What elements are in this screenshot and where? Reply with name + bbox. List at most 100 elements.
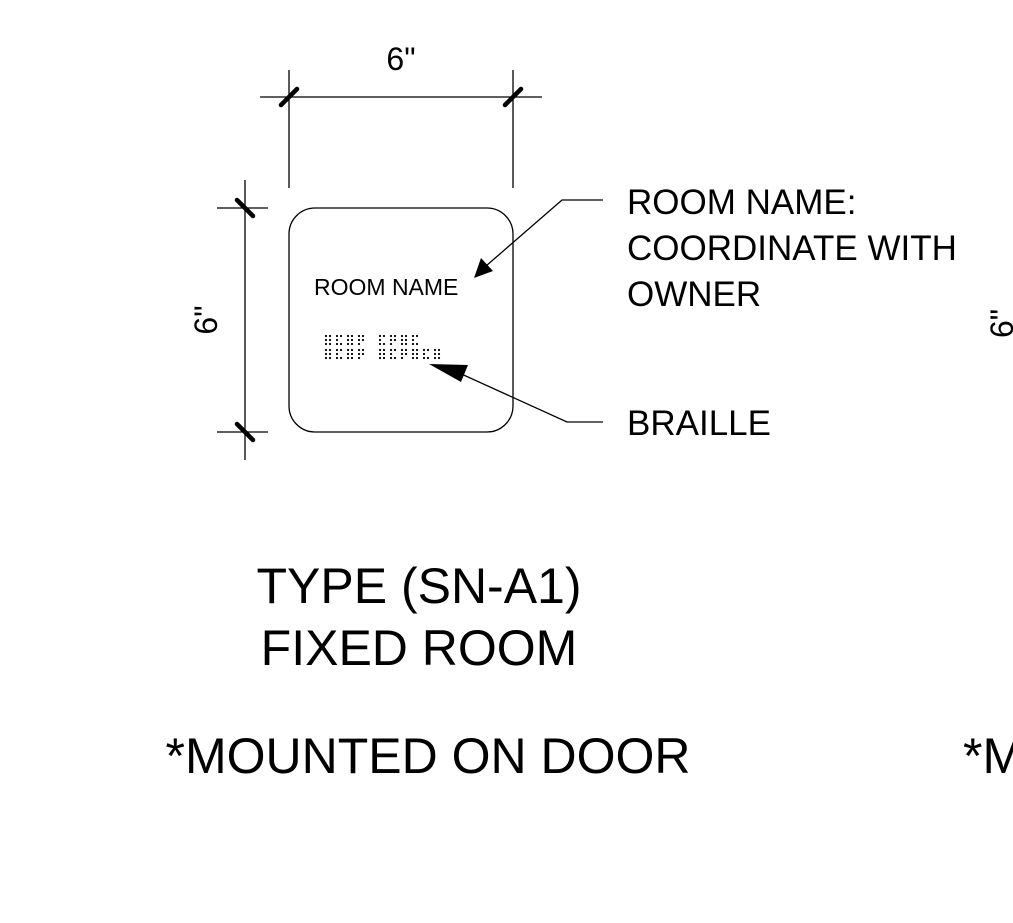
- braille-dot: [389, 334, 393, 338]
- braille-dot: [335, 348, 339, 352]
- braille-dot: [324, 352, 328, 356]
- braille-dot: [426, 348, 430, 352]
- braille-dot: [411, 348, 415, 352]
- braille-dot: [415, 348, 419, 352]
- braille-dot: [324, 334, 328, 338]
- braille-dot: [411, 356, 415, 360]
- braille-dot: [437, 352, 441, 356]
- braille-dot: [437, 356, 441, 360]
- braille-dot: [350, 352, 354, 356]
- braille-dot: [378, 352, 382, 356]
- braille-dot: [346, 342, 350, 346]
- sign-panel: ROOM NAME: [288, 207, 514, 433]
- braille-dot: [346, 348, 350, 352]
- braille-dot: [422, 352, 426, 356]
- braille-dot: [335, 334, 339, 338]
- braille-dot: [339, 348, 343, 352]
- braille-dot: [389, 356, 393, 360]
- braille-dot: [411, 338, 415, 342]
- braille-dot: [357, 342, 361, 346]
- braille-dot: [415, 352, 419, 356]
- braille-leader: [429, 364, 603, 423]
- braille-dot: [350, 356, 354, 360]
- sign-room-name-text: ROOM NAME: [314, 274, 458, 300]
- braille-dot: [415, 334, 419, 338]
- braille-dot: [378, 342, 382, 346]
- braille-dot: [357, 352, 361, 356]
- braille-dot: [426, 356, 430, 360]
- braille-dot: [350, 338, 354, 342]
- braille-dot: [357, 356, 361, 360]
- braille-dot: [357, 348, 361, 352]
- sign-outline: [288, 207, 514, 433]
- braille-dot: [389, 338, 393, 342]
- braille-dot: [350, 334, 354, 338]
- braille-dot: [400, 352, 404, 356]
- mounting-note: *MOUNTED ON DOOR: [166, 728, 691, 784]
- braille-dot: [404, 352, 408, 356]
- width-tick-left: [278, 86, 300, 108]
- room-name-leader-line: [485, 199, 603, 267]
- braille-arrowhead: [429, 364, 468, 382]
- braille-dot: [328, 334, 332, 338]
- braille-dot: [433, 352, 437, 356]
- braille-dot: [400, 356, 404, 360]
- braille-dot: [400, 334, 404, 338]
- braille-dot: [335, 342, 339, 346]
- braille-dot: [361, 338, 365, 342]
- braille-dot: [404, 334, 408, 338]
- braille-dot: [328, 338, 332, 342]
- braille-dot: [378, 348, 382, 352]
- braille-dot: [393, 348, 397, 352]
- braille-dot: [324, 342, 328, 346]
- braille-dot: [335, 338, 339, 342]
- braille-dot: [393, 356, 397, 360]
- braille-dot: [404, 338, 408, 342]
- name-caption: FIXED ROOM: [261, 620, 578, 676]
- braille-dot: [328, 342, 332, 346]
- next-detail-mounting-note: *M: [963, 728, 1013, 784]
- braille-dot: [324, 348, 328, 352]
- braille-dot: [411, 352, 415, 356]
- braille-dot: [422, 356, 426, 360]
- braille-dot: [389, 352, 393, 356]
- braille-dot: [393, 334, 397, 338]
- height-tick-bottom: [234, 421, 256, 443]
- width-tick-right: [502, 86, 524, 108]
- braille-dot: [328, 352, 332, 356]
- width-dimension-label: 6": [386, 41, 415, 77]
- next-detail-height-label: 6": [984, 309, 1013, 338]
- callout-braille: BRAILLE: [627, 404, 771, 443]
- braille-dot: [378, 356, 382, 360]
- braille-dot: [339, 356, 343, 360]
- braille-dot: [404, 348, 408, 352]
- braille-dot: [339, 342, 343, 346]
- braille-dot: [361, 348, 365, 352]
- braille-dot: [400, 338, 404, 342]
- braille-dot: [346, 334, 350, 338]
- braille-leader-line: [456, 371, 603, 423]
- height-tick-top: [234, 197, 256, 219]
- braille-dot: [346, 356, 350, 360]
- braille-dot: [437, 348, 441, 352]
- braille-dot: [400, 342, 404, 346]
- braille-dot: [382, 352, 386, 356]
- braille-dot: [378, 334, 382, 338]
- braille-dot: [389, 342, 393, 346]
- braille-dot: [328, 348, 332, 352]
- braille-dot: [361, 352, 365, 356]
- braille-dot: [350, 348, 354, 352]
- braille-dot: [393, 338, 397, 342]
- width-dimension: 6": [260, 41, 542, 188]
- braille-dot: [411, 334, 415, 338]
- braille-dot: [350, 342, 354, 346]
- braille-dot: [411, 342, 415, 346]
- braille-dot: [400, 348, 404, 352]
- braille-dot: [382, 356, 386, 360]
- braille-dot: [339, 334, 343, 338]
- braille-dot: [433, 348, 437, 352]
- room-name-arrowhead: [474, 258, 493, 278]
- callout-room-name-line3: OWNER: [627, 275, 761, 314]
- type-caption: TYPE (SN-A1): [256, 558, 581, 614]
